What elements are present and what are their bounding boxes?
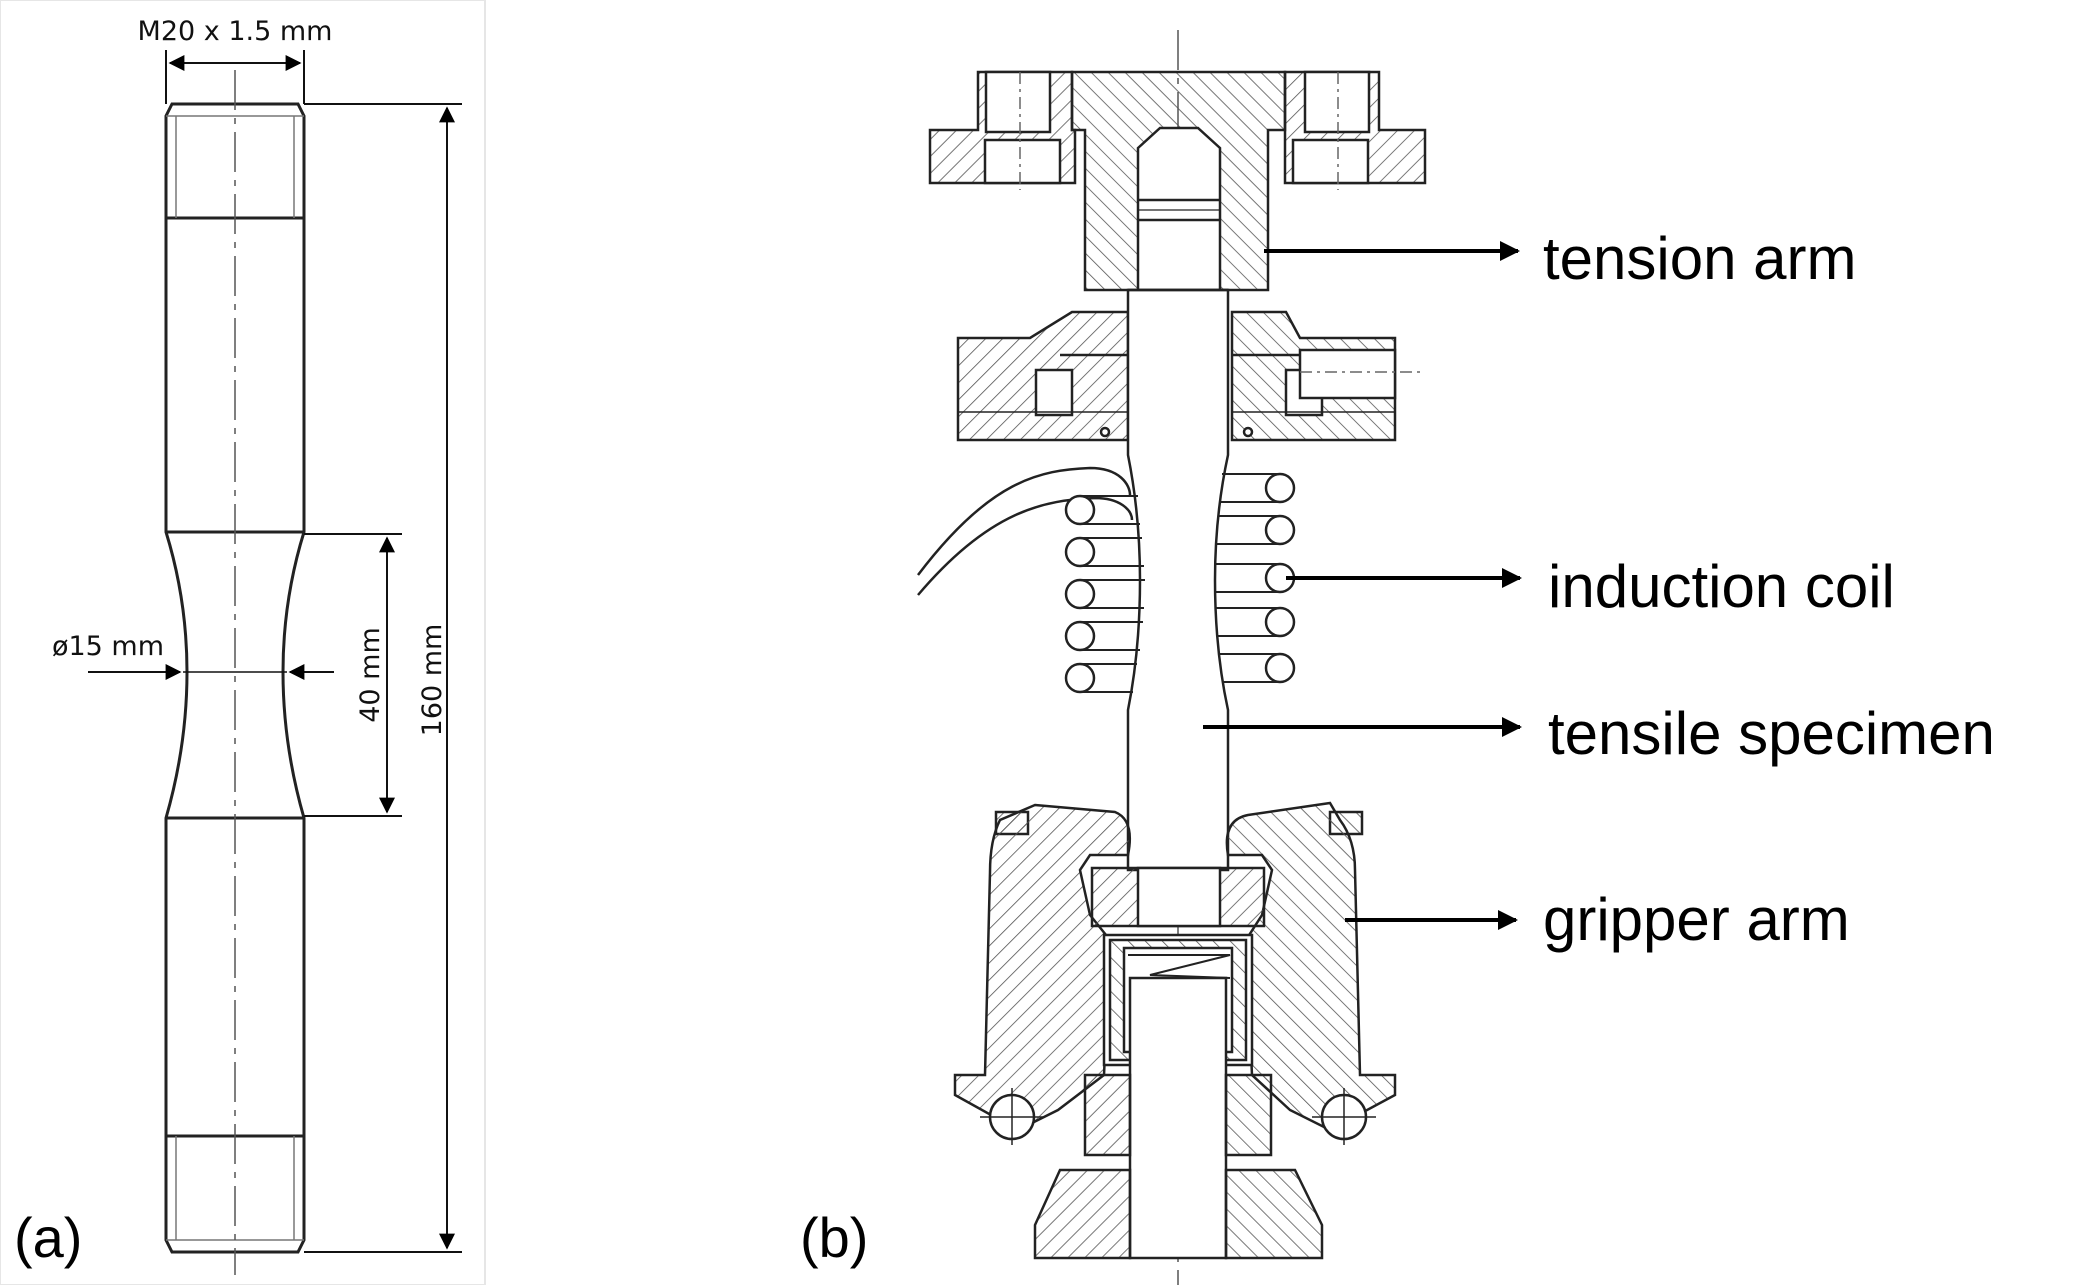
gripper-arm-label: gripper arm bbox=[1543, 886, 1850, 953]
specimen-drawing bbox=[164, 70, 306, 1275]
thread-dimension bbox=[165, 50, 305, 104]
callout-arrows bbox=[1203, 241, 1522, 930]
gauge-length-label: 40 mm bbox=[355, 627, 386, 723]
thread-dimension-label: M20 x 1.5 mm bbox=[138, 16, 333, 47]
total-length-dimension bbox=[304, 103, 462, 1253]
tensile-specimen-label: tensile specimen bbox=[1548, 700, 1995, 767]
gauge-length-dimension bbox=[304, 533, 402, 817]
tension-arm-label: tension arm bbox=[1543, 225, 1856, 292]
panel-b-label: (b) bbox=[800, 1206, 868, 1269]
induction-coil-label: induction coil bbox=[1548, 553, 1895, 620]
panel-a: M20 x 1.5 mm 160 mm 40 mm ø15 mm (a) bbox=[0, 0, 486, 1285]
bushing-assembly bbox=[956, 310, 1420, 442]
callout-labels: tension arm induction coil tensile speci… bbox=[1543, 225, 1995, 953]
panel-b bbox=[917, 30, 1522, 1285]
gripper-arm-assembly bbox=[953, 801, 1397, 1260]
panel-a-label: (a) bbox=[14, 1206, 82, 1269]
diameter-label: ø15 mm bbox=[52, 631, 164, 662]
tension-arm-assembly bbox=[928, 70, 1427, 292]
induction-coil bbox=[917, 466, 1296, 694]
total-length-label: 160 mm bbox=[417, 624, 448, 737]
